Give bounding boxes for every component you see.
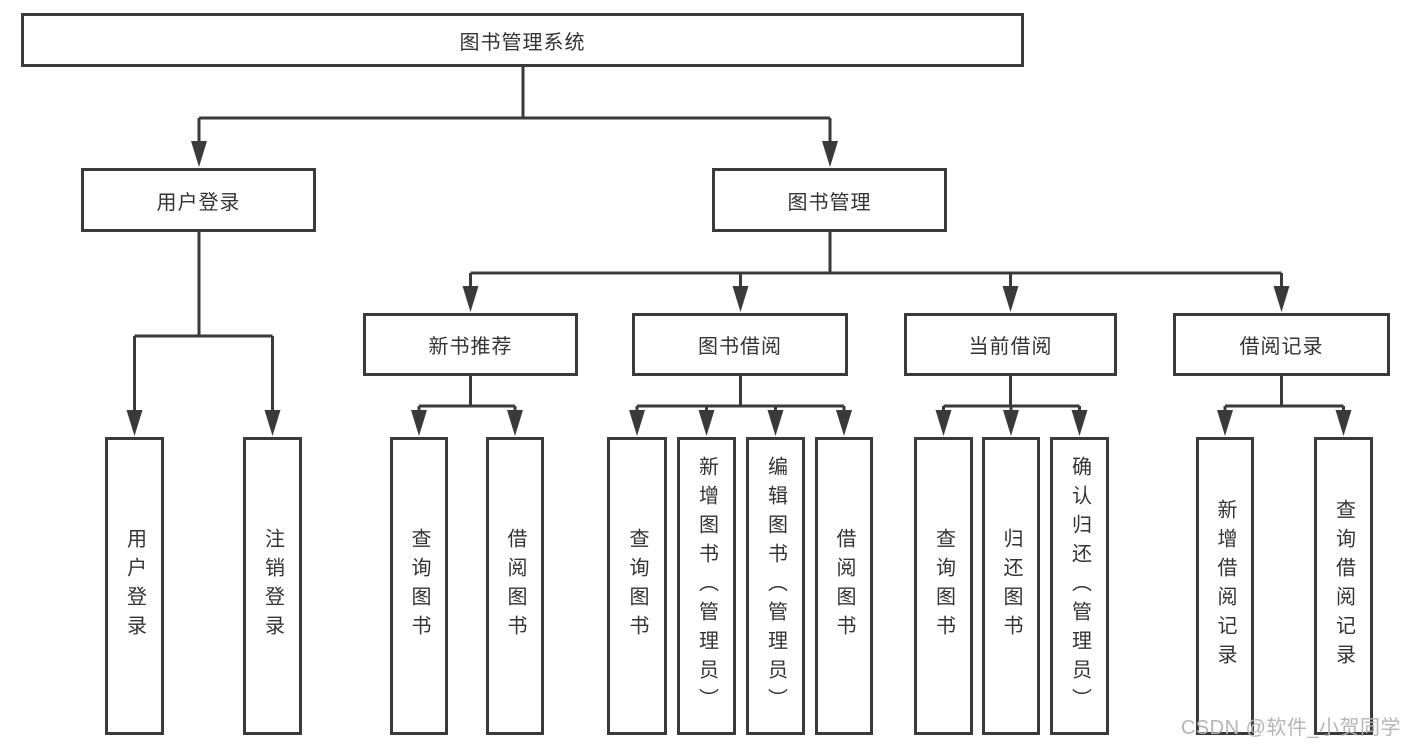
node-user-login-label: 用户登录 — [156, 191, 241, 214]
node-root: 图书管理系统 — [21, 13, 1024, 67]
leaf-borrow-books-newbooks-label: 借阅图书 — [504, 528, 526, 644]
node-new-books: 新书推荐 — [363, 313, 578, 376]
node-borrow-records-label: 借阅记录 — [1239, 336, 1324, 358]
leaf-user-login: 用户登录 — [105, 437, 164, 735]
node-book-mgmt-label: 图书管理 — [787, 191, 872, 214]
leaf-return-books: 归还图书 — [982, 437, 1040, 735]
node-book-borrow-label: 图书借阅 — [698, 336, 782, 358]
connector-book-mgmt-to-level3 — [462, 232, 1290, 312]
leaf-query-books-current: 查询图书 — [914, 437, 973, 735]
leaf-borrow-books-newbooks: 借阅图书 — [486, 437, 544, 735]
connector-borrow-records-subtree — [1217, 376, 1352, 436]
node-book-mgmt: 图书管理 — [712, 168, 947, 232]
node-root-label: 图书管理系统 — [459, 31, 586, 54]
leaf-borrow-books: 借阅图书 — [815, 437, 873, 735]
node-book-borrow: 图书借阅 — [632, 313, 848, 376]
csdn-watermark: CSDN @软件_小贺同学 — [1180, 717, 1401, 739]
node-current-borrow: 当前借阅 — [904, 313, 1117, 376]
leaf-query-books-borrow-label: 查询图书 — [626, 528, 648, 644]
leaf-borrow-books-label: 借阅图书 — [833, 528, 855, 644]
leaf-logout-label: 注销登录 — [261, 528, 284, 644]
node-user-login: 用户登录 — [81, 168, 316, 232]
connector-user-login-subtree — [126, 232, 281, 436]
node-current-borrow-label: 当前借阅 — [968, 336, 1053, 358]
leaf-query-borrow-record: 查询借阅记录 — [1314, 437, 1373, 735]
leaf-query-books-newbooks-label: 查询图书 — [408, 528, 430, 644]
leaf-confirm-return-admin-label: 确认归还（管理员） — [1068, 455, 1091, 717]
leaf-add-book-admin: 新增图书（管理员） — [677, 437, 736, 735]
leaf-query-books-newbooks: 查询图书 — [390, 437, 448, 735]
connector-current-borrow-subtree — [935, 376, 1088, 436]
leaf-query-books-borrow: 查询图书 — [607, 437, 667, 735]
node-new-books-label: 新书推荐 — [428, 336, 513, 358]
leaf-edit-book-admin: 编辑图书（管理员） — [746, 437, 805, 735]
leaf-logout: 注销登录 — [243, 437, 302, 735]
connector-book-borrow-subtree — [629, 376, 852, 436]
leaf-return-books-label: 归还图书 — [1000, 528, 1022, 644]
leaf-confirm-return-admin: 确认归还（管理员） — [1050, 437, 1109, 735]
connector-new-books-subtree — [411, 376, 523, 436]
leaf-add-book-admin-label: 新增图书（管理员） — [695, 455, 718, 717]
leaf-edit-book-admin-label: 编辑图书（管理员） — [764, 455, 787, 717]
leaf-query-books-current-label: 查询图书 — [932, 528, 955, 644]
node-borrow-records: 借阅记录 — [1173, 313, 1390, 376]
leaf-add-borrow-record: 新增借阅记录 — [1196, 437, 1254, 735]
leaf-add-borrow-record-label: 新增借阅记录 — [1214, 499, 1236, 673]
leaf-query-borrow-record-label: 查询借阅记录 — [1332, 499, 1355, 673]
leaf-user-login-label: 用户登录 — [123, 528, 146, 644]
connector-root-to-level2 — [191, 66, 838, 167]
